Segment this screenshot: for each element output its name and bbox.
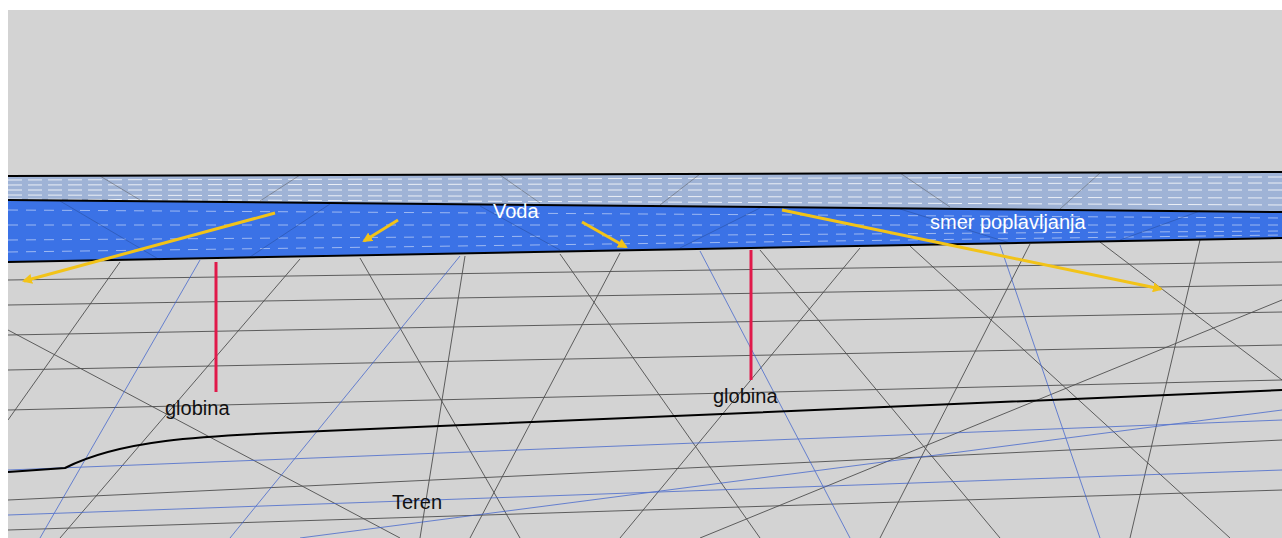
water-label: Voda xyxy=(493,200,539,222)
depth-label: globina xyxy=(713,385,778,407)
direction-label: smer poplavljanja xyxy=(930,211,1086,233)
terrain-label: Teren xyxy=(392,491,442,513)
depth-label: globina xyxy=(165,397,230,419)
